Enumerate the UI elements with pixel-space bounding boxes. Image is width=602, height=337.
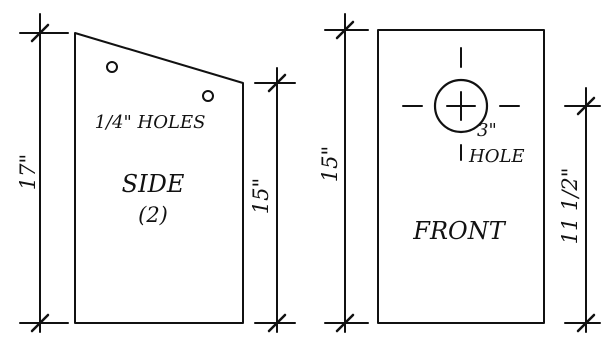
side-dimension-left: 17" [16, 13, 69, 333]
side-title: SIDE [122, 170, 185, 198]
side-hole-right [202, 90, 214, 102]
tick-mark [335, 313, 355, 333]
tick-mark [576, 313, 596, 333]
front-dimension-left: 15" [318, 13, 369, 333]
front-height-label: 15" [318, 146, 342, 182]
side-holes-label: 1/4" HOLES [95, 112, 206, 133]
tick-mark [30, 23, 50, 43]
side-panel: 1/4" HOLES SIDE (2) [74, 32, 244, 324]
side-count: (2) [138, 203, 168, 227]
side-rear-height-label: 15" [249, 178, 273, 214]
tick-mark [335, 20, 355, 40]
front-title: FRONT [412, 217, 506, 245]
front-hole-height-label: 11 1/2" [558, 168, 582, 245]
side-height-label: 17" [16, 154, 40, 190]
side-hole-left [106, 61, 118, 73]
tick-mark [30, 313, 50, 333]
side-panel-outline [74, 32, 244, 324]
front-panel: 3" HOLE FRONT [377, 29, 545, 324]
tick-mark [576, 96, 596, 116]
tick-mark [267, 73, 287, 93]
entrance-hole [433, 78, 489, 134]
front-dimension-right: 11 1/2" [558, 87, 601, 333]
front-panel-outline [377, 29, 545, 324]
side-dimension-right: 15" [249, 67, 296, 333]
hole-size-label: 3" [477, 120, 497, 141]
hole-word-label: HOLE [468, 146, 525, 167]
tick-mark [267, 313, 287, 333]
